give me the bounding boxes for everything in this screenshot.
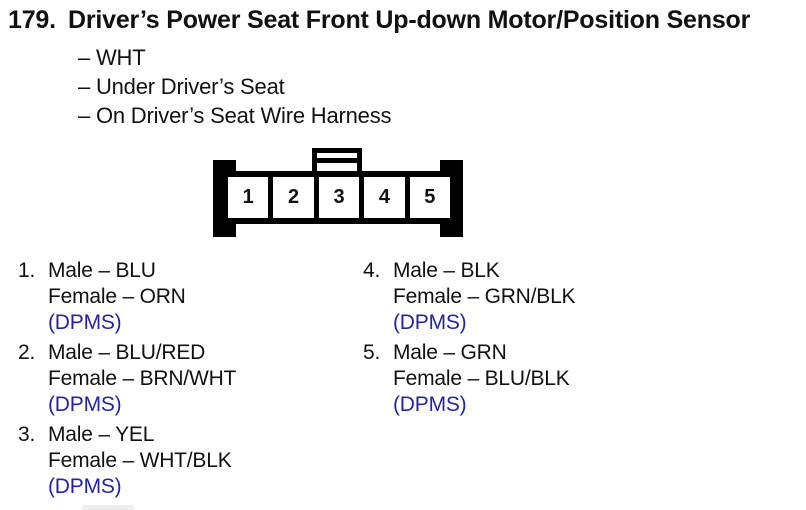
pin-wires: Male – BLU Female – ORN (DPMS) [48,258,186,336]
connector-diagram: 1 2 3 4 5 [213,148,463,238]
section-number: 179. [8,6,56,34]
system-note: (DPMS) [393,311,467,334]
scan-edge-artifact [82,505,134,510]
male-wire: Male – BLU [48,259,156,282]
pin-cavity-2: 2 [273,177,319,218]
left-bracket-bar [213,160,224,237]
male-wire: Male – YEL [48,423,155,446]
pin-number: 4. [363,259,381,282]
pin-wires: Male – YEL Female – WHT/BLK (DPMS) [48,422,232,500]
left-bracket-arm-bottom [224,224,236,237]
pin-wires: Male – BLU/RED Female – BRN/WHT (DPMS) [48,340,236,418]
right-bracket-bar [452,160,463,237]
system-note: (DPMS) [48,311,122,334]
pin-entry-2: 2. Male – BLU/RED Female – BRN/WHT (DPMS… [18,340,236,418]
pin-cavity-1: 1 [228,177,274,218]
connector-attributes: – WHT – Under Driver’s Seat – On Driver’… [78,43,392,130]
system-note: (DPMS) [393,393,467,416]
pin-cavity-5: 5 [424,186,436,208]
attribute-harness: – On Driver’s Seat Wire Harness [78,103,392,128]
pin-number: 3. [18,423,36,446]
female-wire: Female – GRN/BLK [393,285,576,308]
male-wire: Male – BLU/RED [48,341,206,364]
pin-cavity-4: 4 [364,177,410,218]
section-title-row: 179. Driver’s Power Seat Front Up-down M… [8,6,804,35]
pin-entry-1: 1. Male – BLU Female – ORN (DPMS) [18,258,236,336]
pin-wires: Male – BLK Female – GRN/BLK (DPMS) [393,258,576,336]
attribute-color: – WHT [78,45,146,70]
female-wire: Female – BLU/BLK [393,367,570,390]
attribute-location: – Under Driver’s Seat [78,74,285,99]
male-wire: Male – BLK [393,259,500,282]
pin-wires: Male – GRN Female – BLU/BLK (DPMS) [393,340,570,418]
pin-list-right-column: 4. Male – BLK Female – GRN/BLK (DPMS) 5.… [363,258,576,422]
pin-cavity-3: 3 [319,177,365,218]
female-wire: Female – WHT/BLK [48,449,232,472]
pin-entry-5: 5. Male – GRN Female – BLU/BLK (DPMS) [363,340,575,418]
male-wire: Male – GRN [393,341,507,364]
system-note: (DPMS) [48,475,122,498]
right-bracket-arm-top [440,160,452,171]
pin-number: 5. [363,341,381,364]
left-bracket-arm-top [224,160,236,171]
pin-number: 2. [18,341,36,364]
pin-entry-4: 4. Male – BLK Female – GRN/BLK (DPMS) [363,258,576,336]
pin-list-left-column: 1. Male – BLU Female – ORN (DPMS) 2. Mal… [18,258,236,504]
pin-number: 1. [18,259,36,282]
system-note: (DPMS) [48,393,122,416]
connector-body: 1 2 3 4 5 [222,171,456,224]
pin-entry-3: 3. Male – YEL Female – WHT/BLK (DPMS) [18,422,236,500]
connector-lock-tab-line [316,158,358,163]
female-wire: Female – BRN/WHT [48,367,237,390]
right-bracket-arm-bottom [440,224,452,237]
page-title: Driver’s Power Seat Front Up-down Motor/… [68,6,751,34]
female-wire: Female – ORN [48,285,186,308]
